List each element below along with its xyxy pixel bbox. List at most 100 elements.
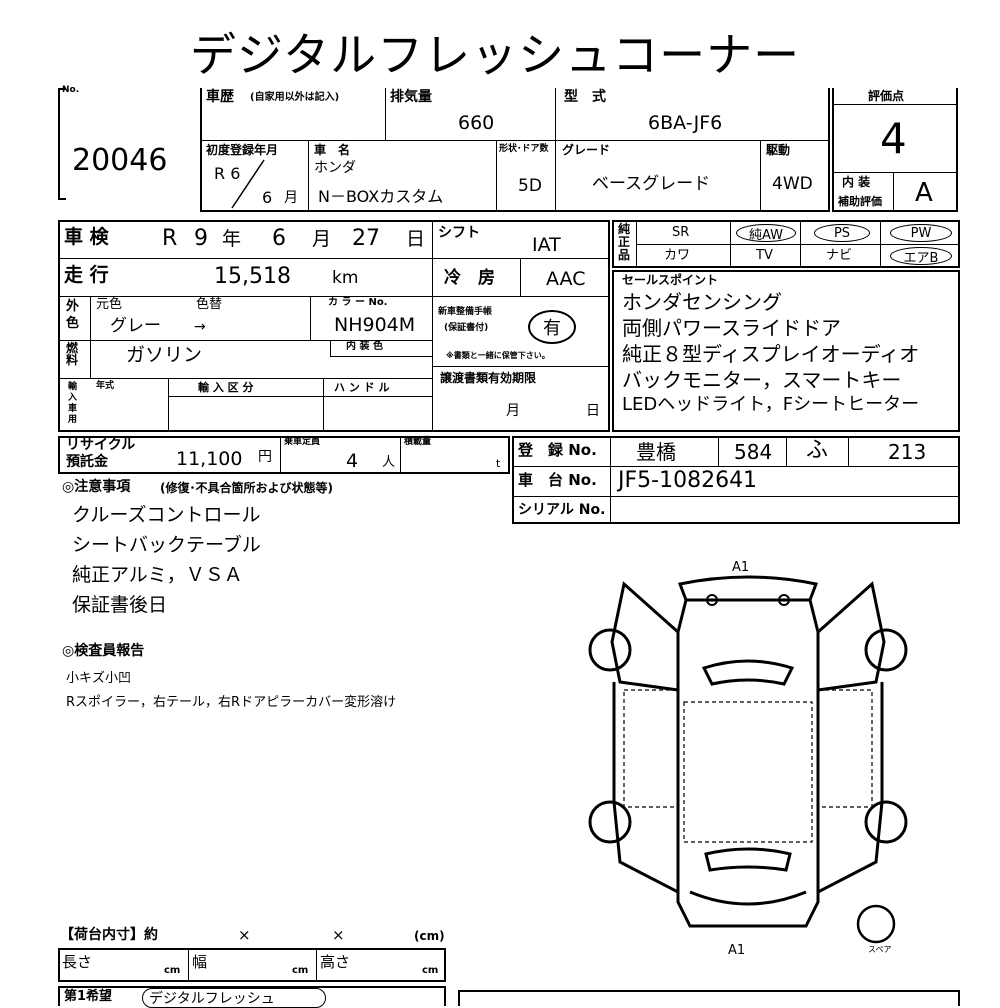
cargo-x1: × (238, 926, 251, 944)
equip-tv: TV (756, 248, 773, 263)
shift-value: IAT (532, 234, 561, 256)
registration-place: 豊橋 (636, 440, 676, 464)
notes-heading: ◎注意事項 (62, 479, 131, 495)
inspection-day-unit: 日 (406, 228, 426, 250)
equip-navi: ナビ (826, 248, 853, 263)
displacement-label: 排気量 (390, 89, 432, 105)
cargo-length-unit: cm (164, 965, 181, 976)
registration-label: 登 録 No. (518, 441, 597, 459)
import-class-label: 輸 入 区 分 (198, 381, 254, 394)
interior-score: A (915, 178, 933, 208)
lot-bracket (58, 88, 66, 200)
fuel-value: ガソリン (126, 344, 203, 366)
color-side-label: 外色 (66, 299, 80, 331)
capacity-label: 乗車定員 (284, 437, 321, 447)
owner-value: デジタルフレッシュ (142, 988, 326, 1008)
model-label: 型 式 (564, 89, 606, 105)
recycle-box (58, 436, 510, 474)
chassis-number: JF5-1082641 (618, 468, 758, 493)
transfer-label: 譲渡書類有効期限 (440, 371, 537, 385)
load-label: 積載量 (404, 437, 432, 447)
manual-note: ※書類と一緒に保管下さい。 (446, 351, 550, 360)
inspection-day: 27 (352, 226, 380, 251)
equip-power-window: PW (890, 224, 952, 242)
interior-label-2: 補助評価 (838, 195, 882, 208)
sales-point-2: 両側パワースライドドア (622, 316, 841, 340)
import-year-label: 年式 (96, 381, 115, 391)
car-name-label: 車 名 (314, 143, 351, 157)
cargo-length-label: 長さ (62, 953, 93, 971)
cargo-unit: (cm) (414, 929, 445, 943)
sales-point-5: LEDヘッドライト，Fシートヒーター (622, 394, 920, 415)
cargo-width-label: 幅 (192, 953, 208, 971)
first-reg-month-unit: 月 (284, 190, 298, 206)
recycle-label-1: リサイクル (66, 437, 136, 453)
transfer-day: 日 (586, 403, 600, 419)
chassis-label: 車 台 No. (518, 471, 597, 489)
score-label: 評価点 (868, 89, 905, 103)
first-reg-era: R 6 (214, 164, 241, 183)
color-change-label: 色替 (196, 297, 223, 312)
mileage-value: 15,518 (214, 264, 291, 289)
bottom-right-box (458, 990, 960, 1006)
cargo-x2: × (332, 926, 345, 944)
drive-value: 4WD (772, 174, 813, 194)
registration-kana: ふ (806, 438, 829, 463)
cargo-box (58, 948, 446, 982)
registration-number: 213 (888, 440, 927, 464)
equip-leather: カワ (664, 248, 691, 263)
mileage-label: 走 行 (64, 264, 109, 286)
serial-label: シリアル No. (518, 502, 606, 518)
shape-label: 形状･ドア数 (499, 144, 549, 154)
equip-sr: SR (672, 225, 690, 240)
capacity-unit: 人 (382, 455, 396, 470)
vehicle-info-grid (200, 88, 830, 212)
color-arrow: → (194, 319, 206, 335)
note-line-2: シートバックテーブル (72, 534, 261, 556)
score-value: 4 (880, 114, 907, 163)
inspection-year-unit: 年 (222, 228, 242, 250)
car-diagram (588, 575, 908, 944)
manual-label-2: (保証書付) (444, 323, 489, 333)
car-maker: ホンダ (314, 160, 356, 176)
inspection-era: R (162, 226, 178, 251)
inspector-line-2: Rスポイラー，右テール，右Rドアピラーカバー変形溶け (66, 695, 397, 710)
manual-label-1: 新車整備手帳 (438, 307, 493, 317)
car-name: N－BOXカスタム (318, 187, 444, 206)
import-handle-label: ハ ン ド ル (334, 381, 390, 394)
cargo-height-unit: cm (422, 965, 439, 976)
history-label: 車歴 (206, 89, 234, 105)
cargo-heading: 【荷台内寸】約 (60, 927, 158, 943)
recycle-label-2: 預託金 (66, 454, 108, 470)
score-box (832, 88, 958, 212)
registration-class: 584 (734, 440, 773, 464)
sales-point-1: ホンダセンシング (622, 290, 782, 314)
first-reg-slash (231, 159, 265, 209)
sales-points-box (612, 270, 960, 432)
fuel-label: 燃料 (66, 341, 79, 367)
first-reg-label: 初度登録年月 (206, 143, 279, 157)
equip-alloy-wheel: 純AW (736, 224, 796, 243)
note-line-4: 保証書後日 (72, 594, 168, 616)
load-unit: t (496, 457, 501, 470)
lot-label: No. (62, 85, 80, 95)
manual-value: 有 (528, 310, 576, 344)
ac-value: AAC (546, 268, 586, 290)
note-line-1: クルーズコントロール (72, 504, 261, 526)
sales-points-label: セールスポイント (622, 273, 719, 287)
color-orig-label: 元色 (96, 297, 123, 312)
sales-point-4: バックモニター，スマートキー (622, 368, 902, 392)
owner-label: 第1希望 (64, 989, 113, 1004)
note-line-3: 純正アルミ，ＶＳＡ (72, 564, 243, 586)
recycle-unit: 円 (258, 449, 272, 465)
interior-color-label: 内 装 色 (346, 341, 383, 352)
spare-label: スペア (868, 945, 892, 954)
interior-label-1: 内 装 (842, 175, 871, 189)
shift-label: シフト (438, 225, 480, 241)
rear-label: A1 (728, 943, 746, 958)
grade-label: グレード (562, 143, 611, 157)
inspection-year: 9 (194, 226, 208, 251)
capacity-value: 4 (346, 450, 359, 472)
page-title: デジタルフレッシュコーナー (190, 28, 801, 82)
lot-number: 20046 (72, 143, 168, 178)
